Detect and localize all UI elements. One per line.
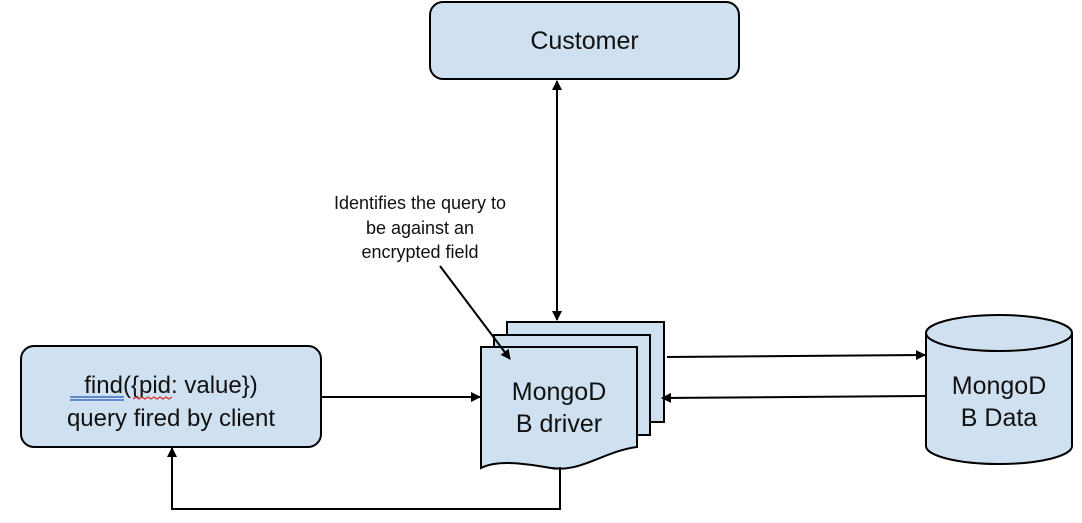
driver-page-front: [480, 346, 638, 470]
driver-line1: MongoD: [512, 378, 607, 406]
customer-label: Customer: [530, 27, 638, 55]
data-node[interactable]: MongoD B Data: [925, 314, 1073, 465]
query-line2: query fired by client: [67, 405, 275, 432]
query-node[interactable]: find({pid: value}) query fired by client: [20, 345, 322, 448]
cylinder-top: [925, 314, 1073, 352]
query-value-text: : value}): [171, 372, 258, 399]
edge-annotation-pointer: [439, 265, 511, 360]
cylinder-body: [925, 333, 1073, 465]
edge-driver-query-return: [167, 447, 561, 510]
annotation-line2: be against an: [366, 218, 474, 238]
annotation-line1: Identifies the query to: [334, 193, 506, 213]
annotation-line3: encrypted field: [361, 242, 478, 262]
query-func-text: find: [84, 372, 123, 399]
data-line2: B Data: [961, 404, 1038, 432]
query-brace-text: ({: [123, 372, 139, 399]
spelling-underline: [132, 396, 173, 400]
edge-data-driver: [661, 392, 927, 403]
edge-driver-data: [666, 350, 926, 361]
driver-line2: B driver: [516, 410, 602, 438]
query-pid-text: pid: [139, 372, 171, 399]
driver-node[interactable]: MongoD B driver: [480, 321, 665, 470]
annotation: Identifies the query to be against an en…: [334, 193, 506, 262]
data-line1: MongoD: [952, 372, 1047, 400]
query-line1: find({pid: value}): [84, 372, 257, 399]
customer-node[interactable]: Customer: [429, 1, 740, 80]
